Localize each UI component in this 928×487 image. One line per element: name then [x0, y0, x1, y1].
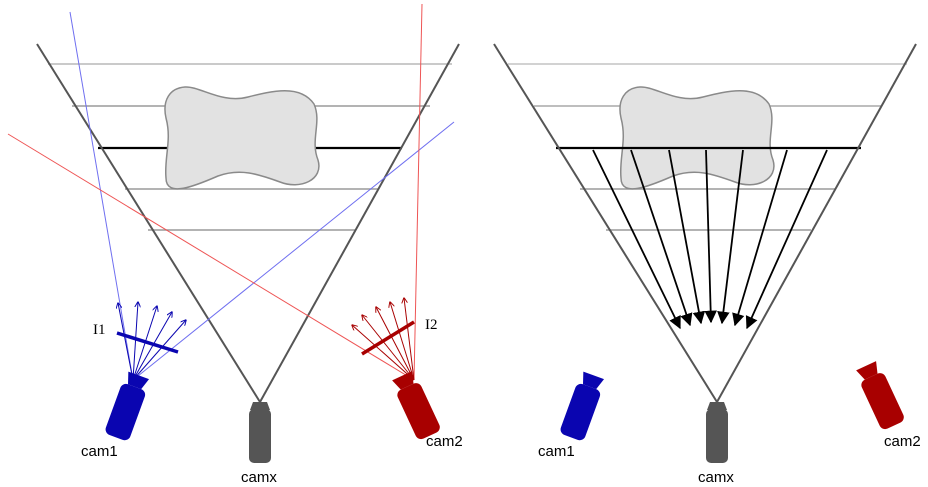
- camx-frustum-left: [36, 43, 261, 403]
- reprojection-arrow: [592, 149, 681, 330]
- left-panel: I1 I2 cam1 cam2 camx: [7, 3, 463, 486]
- image-plane-i2: [352, 298, 415, 381]
- reprojection-arrow: [717, 149, 744, 325]
- reprojection-arrow: [745, 149, 828, 330]
- reprojection-arrow: [732, 149, 788, 327]
- cam1-icon: [105, 371, 150, 441]
- right-panel: cam1 cam2 camx: [493, 43, 921, 486]
- cam2-ray: [7, 133, 415, 381]
- cam2-label: cam2: [426, 433, 463, 450]
- reprojection-arrow: [668, 149, 706, 325]
- reprojection-arrow: [630, 149, 693, 327]
- camx-frustum-right: [259, 43, 460, 403]
- scene-object: [619, 86, 775, 190]
- image-plane-i1-bar: [116, 331, 179, 354]
- camx-icon: [249, 402, 271, 463]
- image-plane-i2-label: I2: [425, 317, 438, 333]
- cam1-icon: [560, 371, 605, 441]
- cam2-icon: [856, 361, 904, 430]
- cam1-label: cam1: [81, 443, 118, 460]
- reprojection-arrows: [592, 149, 828, 330]
- camx-frustum-left: [493, 43, 718, 403]
- image-plane-i2-bar: [361, 320, 415, 356]
- image-plane-i1: [116, 302, 186, 381]
- cam2-icon: [392, 371, 440, 440]
- cam2-ray: [413, 3, 423, 381]
- scene-object: [164, 86, 320, 190]
- cam1-ray: [132, 121, 455, 381]
- cam1-label: cam1: [538, 443, 575, 460]
- reprojection-arrow: [704, 149, 717, 324]
- camx-label: camx: [698, 469, 734, 486]
- image-plane-i1-label: I1: [93, 322, 106, 338]
- cam2-label: cam2: [884, 433, 921, 450]
- camx-label: camx: [241, 469, 277, 486]
- cam1-ray: [69, 11, 134, 381]
- camx-icon: [706, 402, 728, 463]
- camx-frustum-right: [716, 43, 917, 403]
